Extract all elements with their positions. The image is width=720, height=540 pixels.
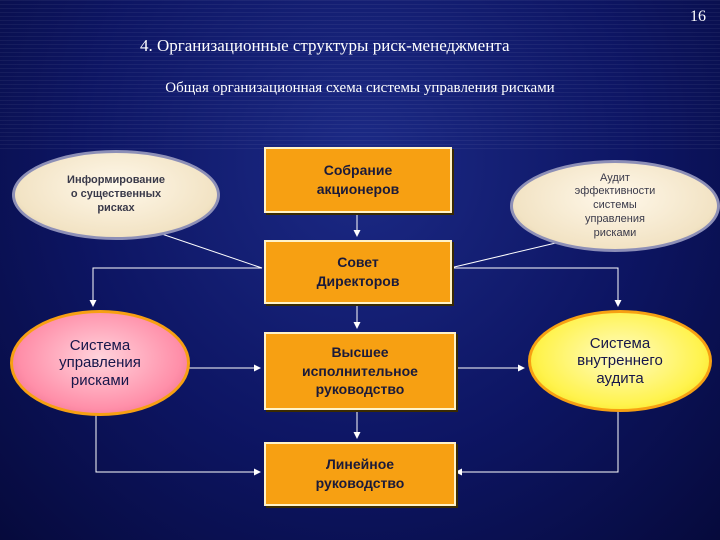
audit-ellipse: Аудит эффективности системы управления р… — [510, 160, 720, 252]
internal-audit-ellipse: Система внутреннего аудита — [528, 310, 712, 412]
info-ellipse: Информирование о существенных рисках — [12, 150, 220, 240]
risk-system-label: Система управления рисками — [59, 337, 141, 389]
shareholders-box: Собрание акционеров — [264, 147, 452, 213]
audit-label: Аудит эффективности системы управления р… — [574, 171, 656, 239]
line-management-label: Линейное руководство — [315, 456, 405, 491]
header-texture — [0, 0, 720, 150]
risk-system-ellipse: Система управления рисками — [10, 310, 190, 416]
connector-board-internal-audit — [450, 267, 622, 307]
board-box: Совет Директоров — [264, 240, 452, 304]
connector-board-risk-system — [89, 267, 262, 307]
slide-subtitle: Общая организационная схема системы упра… — [165, 80, 555, 96]
executive-box: Высшее исполнительное руководство — [264, 332, 456, 410]
internal-audit-label: Система внутреннего аудита — [577, 335, 663, 387]
line-management-box: Линейное руководство — [264, 442, 456, 506]
connector-risk-line — [92, 408, 261, 476]
slide-number: 16 — [690, 8, 706, 25]
slide-title: 4. Организационные структуры риск-менедж… — [140, 36, 510, 55]
board-label: Совет Директоров — [316, 254, 400, 289]
info-label: Информирование о существенных рисках — [67, 174, 165, 214]
executive-label: Высшее исполнительное руководство — [302, 343, 418, 398]
audit-callout — [449, 241, 561, 269]
info-callout — [149, 229, 263, 269]
connector-audit-line — [455, 404, 622, 476]
shareholders-label: Собрание акционеров — [316, 162, 400, 197]
